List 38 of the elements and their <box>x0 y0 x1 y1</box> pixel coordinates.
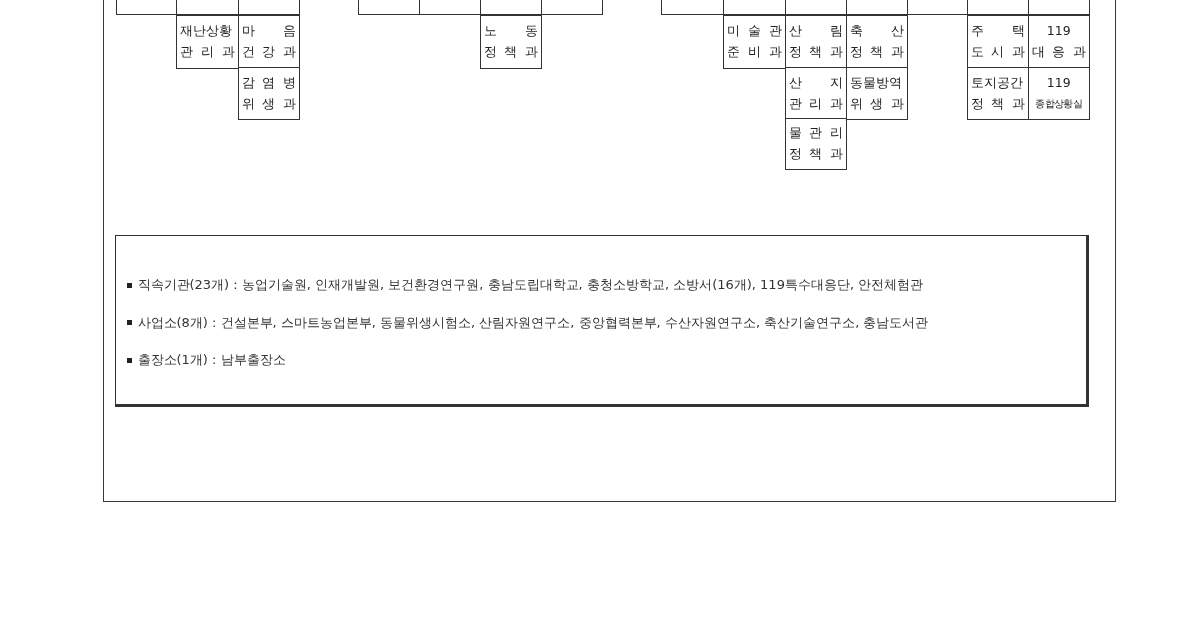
department-box <box>1027 67 1090 120</box>
department-name: 토지공간 정 책 과 <box>969 74 1026 112</box>
department-box <box>237 0 300 15</box>
note-text: 사업소(8개) : 건설본부, 스마트농업본부, 동물위생시험소, 산림자원연구소, 중앙협력본부, 수산자원연구소, 축산기술연구소, 충남도서관 <box>137 314 929 331</box>
department-name: 미 술 관 준 비 과 <box>725 23 783 61</box>
department-box <box>660 0 724 15</box>
department-box <box>722 15 786 69</box>
department-name: 축 산 정 책 과 <box>848 23 905 61</box>
note-text: 출장소(1개) : 남부출장소 <box>137 352 286 368</box>
department-box <box>357 0 420 15</box>
department-name: 물 관 리 정 책 과 <box>787 125 844 163</box>
department-name: 동물방역 위 생 과 <box>848 74 905 112</box>
department-box <box>115 0 177 15</box>
department-box <box>237 15 300 69</box>
department-name: 감 염 병 위 생 과 <box>240 74 297 112</box>
department-name: 산 지 관 리 과 <box>787 74 844 112</box>
department-box <box>237 67 300 120</box>
department-name: 119 대 응 과 <box>1030 23 1087 61</box>
note-box <box>114 235 1089 407</box>
department-box <box>845 15 908 69</box>
department-box <box>845 67 908 120</box>
department-box <box>784 118 847 170</box>
department-name: 주 택 도 시 과 <box>969 23 1026 61</box>
department-box <box>966 15 1029 69</box>
department-box <box>784 67 847 120</box>
department-box <box>479 15 542 69</box>
department-box <box>1027 15 1090 69</box>
department-box <box>540 0 603 15</box>
note-text: 직속기관(23개) : 농업기술원, 인재개발원, 보건환경연구원, 충남도립대학교, 충청소방학교, 소방서(16개), 119특수대응단, 안전체험관 <box>137 277 924 293</box>
department-name: 마 음 건 강 과 <box>240 23 297 61</box>
chart-frame <box>103 0 1116 502</box>
department-box <box>1027 0 1090 15</box>
department-name: 산 림 정 책 과 <box>787 23 844 61</box>
department-name: 재난상황 관 리 과 <box>178 23 236 61</box>
department-box <box>175 15 239 69</box>
department-box <box>966 67 1029 120</box>
department-name: 노 동 정 책 과 <box>482 23 539 61</box>
department-name: 119 종합상황실 <box>1034 74 1084 111</box>
